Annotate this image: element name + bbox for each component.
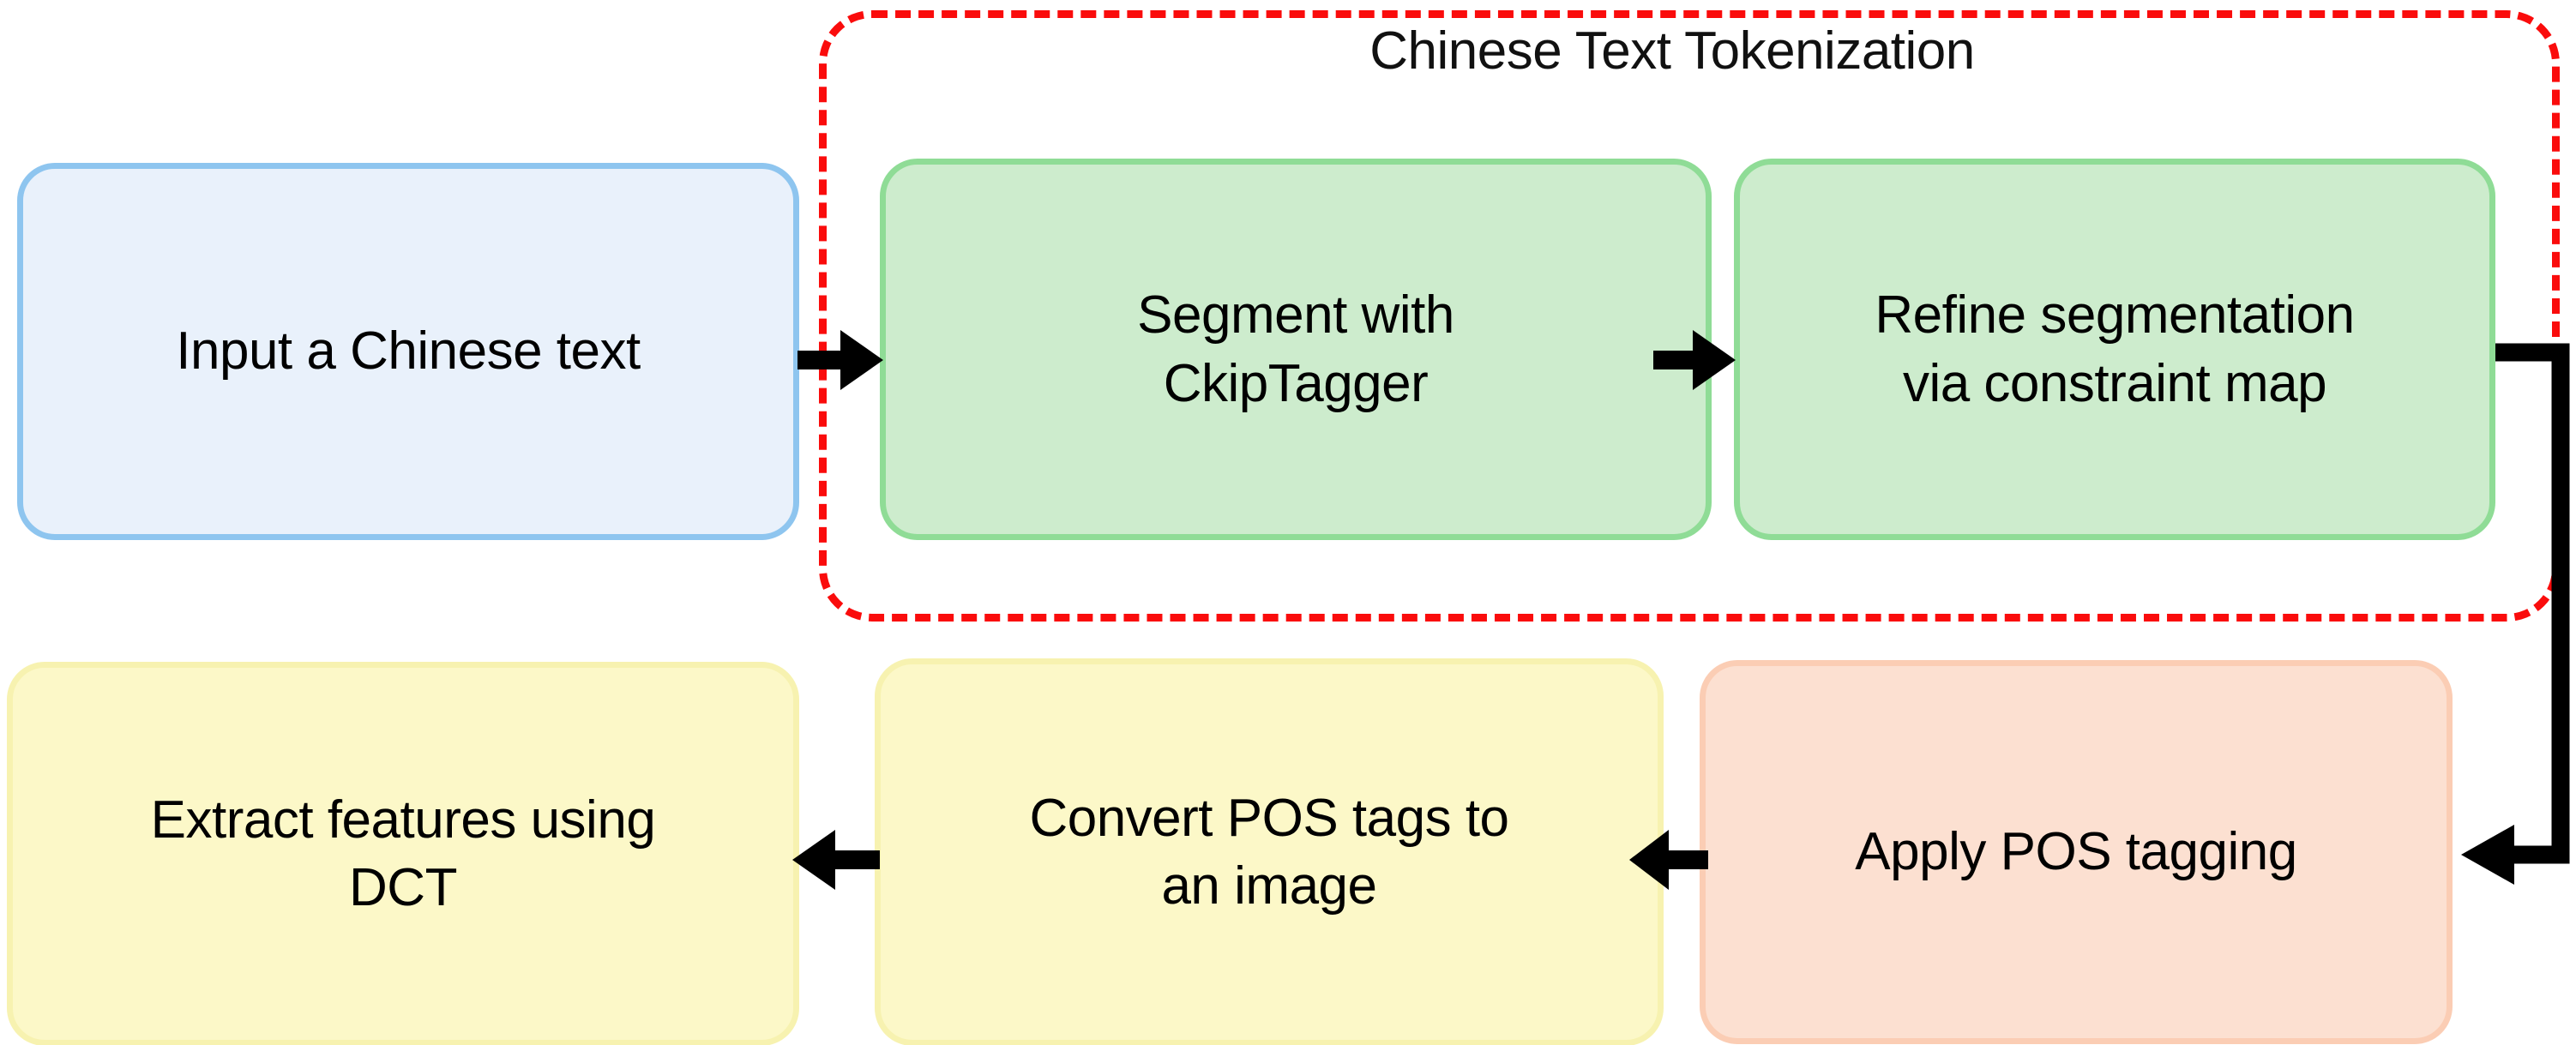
edge-convert-to-extract xyxy=(789,821,880,898)
node-convert-pos-image-label: Convert POS tags to an image xyxy=(1029,788,1509,916)
node-refine-segmentation-label: Refine segmentation via constraint map xyxy=(1875,285,2355,413)
arrow-right-icon xyxy=(1653,330,1736,390)
edge-refine-to-pos-tagging xyxy=(2453,339,2576,885)
edge-segment-to-refine xyxy=(1653,321,1736,399)
node-segment-ckiptagger-label: Segment with CkipTagger xyxy=(1137,285,1454,413)
node-extract-dct[interactable]: Extract features using DCT xyxy=(7,662,799,1045)
arrow-elbow-down-left-icon xyxy=(2461,343,2570,885)
arrow-left-icon xyxy=(792,830,880,890)
node-convert-pos-image[interactable]: Convert POS tags to an image xyxy=(875,658,1664,1045)
edge-input-to-segment xyxy=(797,321,883,399)
arrow-left-icon xyxy=(1629,830,1708,890)
group-chinese-text-tokenization xyxy=(819,10,2560,622)
node-input-text-label: Input a Chinese text xyxy=(176,321,641,381)
node-segment-ckiptagger[interactable]: Segment with CkipTagger xyxy=(880,159,1712,540)
node-apply-pos-tagging-label: Apply POS tagging xyxy=(1855,822,2297,882)
node-apply-pos-tagging[interactable]: Apply POS tagging xyxy=(1700,660,2453,1044)
group-title-label: Chinese Text Tokenization xyxy=(1369,21,1975,81)
node-extract-dct-label: Extract features using DCT xyxy=(150,790,656,917)
node-input-text[interactable]: Input a Chinese text xyxy=(17,163,799,540)
edge-pos-tagging-to-convert xyxy=(1629,821,1708,898)
node-refine-segmentation[interactable]: Refine segmentation via constraint map xyxy=(1734,159,2495,540)
arrow-right-icon xyxy=(797,330,883,390)
